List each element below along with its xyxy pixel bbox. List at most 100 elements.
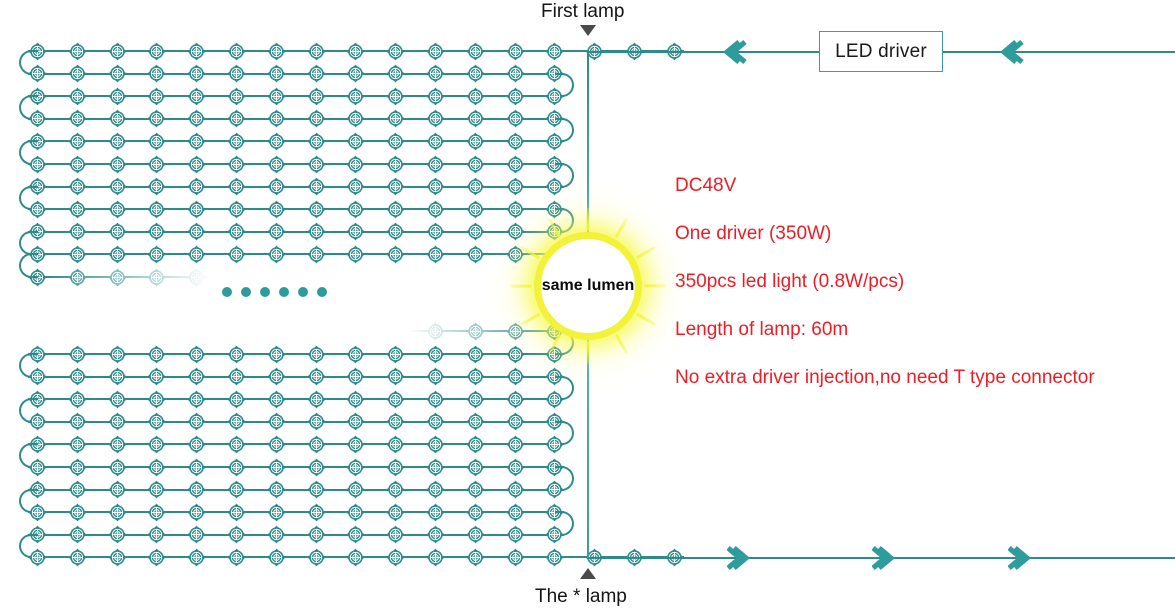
led-driver-box[interactable]: LED driver [819,31,943,72]
led-lamp-node-icon [28,367,47,386]
led-lamp-node-icon [227,42,246,61]
led-lamp-node-icon [346,177,365,196]
led-lamp-node-icon [307,435,326,454]
led-lamp-node-icon [386,412,405,431]
led-lamp-node-icon [147,480,166,499]
led-lamp-node-icon [187,548,206,567]
led-lamp-node-icon [267,222,286,241]
led-lamp-node-icon [466,200,485,219]
serpentine-connector [554,117,574,143]
led-lamp-node-icon [187,222,206,241]
led-lamp-node-icon [227,177,246,196]
lamp-row [28,387,565,411]
led-lamp-node-icon [187,525,206,544]
led-lamp-node-icon [545,132,564,151]
led-lamp-node-icon [227,458,246,477]
spec-line: One driver (350W) [675,223,832,244]
led-lamp-node-icon [346,245,365,264]
lamp-wire [28,185,565,188]
serpentine-connector [554,330,574,356]
led-lamp-node-icon [466,458,485,477]
lamp-row [28,197,565,221]
led-lamp-node-icon [307,155,326,174]
led-lamp-node-icon [307,390,326,409]
led-lamp-node-icon [147,222,166,241]
led-lamp-node-icon [426,458,445,477]
led-lamp-node-icon [466,390,485,409]
led-lamp-node-icon [346,155,365,174]
led-lamp-node-icon [267,87,286,106]
led-lamp-node-icon [386,87,405,106]
led-lamp-node-icon [187,109,206,128]
led-lamp-node-icon [187,245,206,264]
led-lamp-node-icon [386,322,405,341]
led-lamp-node-icon [267,548,286,567]
led-lamp-node-icon [466,480,485,499]
lamp-wire [28,488,565,491]
led-lamp-node-icon [267,525,286,544]
lamp-wire [28,375,565,378]
led-lamp-node-icon [108,132,127,151]
led-lamp-node-icon [545,177,564,196]
led-lamp-node-icon [68,177,87,196]
led-lamp-node-icon [545,548,564,567]
led-lamp-node-icon [267,42,286,61]
led-lamp-node-icon [227,222,246,241]
led-lamp-node-icon [506,525,525,544]
led-lamp-node-icon [187,200,206,219]
ellipsis-dot [260,287,270,297]
lamp-wire [28,117,565,120]
led-lamp-node-icon [68,458,87,477]
lamp-wire [28,253,565,256]
led-lamp-node-icon [506,64,525,83]
led-lamp-node-icon [466,503,485,522]
led-lamp-node-icon [506,200,525,219]
ellipsis-dot [298,287,308,297]
led-lamp-node-icon [108,177,127,196]
led-lamp-node-icon [426,87,445,106]
lamp-row [28,84,565,108]
led-lamp-node-icon [466,177,485,196]
led-lamp-node-icon [267,367,286,386]
led-lamp-node-icon [227,503,246,522]
lamp-wire [28,465,565,469]
led-lamp-node-icon [506,367,525,386]
led-lamp-node-icon [108,390,127,409]
led-lamp-node-icon [227,155,246,174]
ellipsis-dot [222,287,232,297]
led-lamp-node-icon [386,390,405,409]
led-lamp-node-icon [147,345,166,364]
led-lamp-node-icon [307,132,326,151]
lamp-row [28,342,565,366]
ellipsis-dot [279,287,289,297]
led-lamp-node-icon [346,525,365,544]
led-lamp-node-icon [68,480,87,499]
lamp-wire [28,72,565,75]
led-lamp-node-icon [147,200,166,219]
led-lamp-node-icon [545,480,564,499]
led-lamp-node-icon [545,525,564,544]
led-lamp-node-icon [307,367,326,386]
lamp-row [28,39,684,63]
sun-ray [586,342,590,364]
led-lamp-node-icon [346,345,365,364]
led-lamp-node-icon [506,42,525,61]
continuation-ellipsis [222,287,327,297]
led-lamp-node-icon [307,200,326,219]
led-lamp-node-icon [267,177,286,196]
lamp-wire [28,95,565,98]
sun-ray [519,312,541,327]
led-lamp-node-icon [68,548,87,567]
led-lamp-node-icon [466,345,485,364]
led-lamp-node-icon [466,222,485,241]
led-lamp-node-icon [147,503,166,522]
led-lamp-node-icon [346,42,365,61]
led-lamp-node-icon [227,525,246,544]
led-lamp-node-icon [386,245,405,264]
led-lamp-node-icon [187,268,206,287]
led-lamp-node-icon [545,435,564,454]
led-lamp-node-icon [227,367,246,386]
led-lamp-node-icon [386,177,405,196]
led-lamp-node-icon [68,200,87,219]
